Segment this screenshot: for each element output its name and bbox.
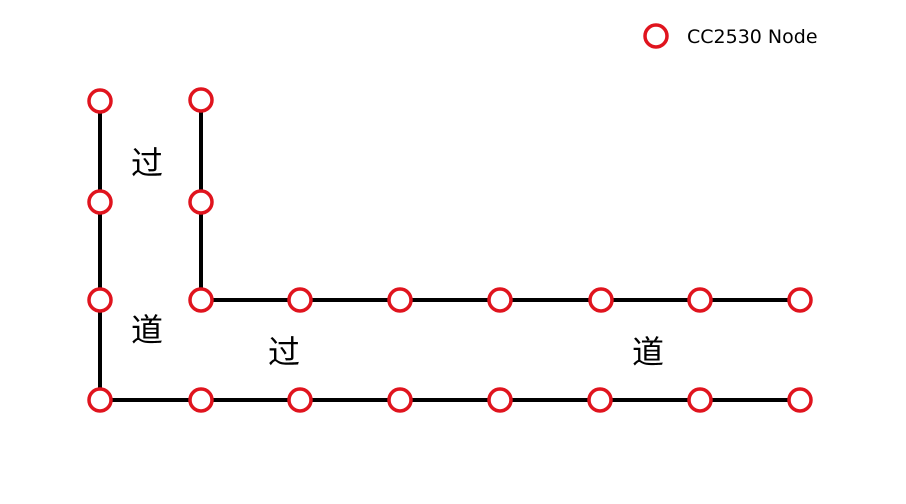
node-circle xyxy=(287,387,313,413)
path-lines xyxy=(98,100,800,402)
node-circle xyxy=(588,287,614,313)
node-circle xyxy=(587,387,613,413)
legend-label: CC2530 Node xyxy=(687,26,818,48)
node-circle xyxy=(87,88,113,114)
corridor-labels: 过 道 过 道 xyxy=(131,144,664,371)
node-circle xyxy=(387,287,413,313)
node-circle xyxy=(188,287,214,313)
node-circle xyxy=(787,287,813,313)
node-circle xyxy=(87,387,113,413)
node-circle xyxy=(687,387,713,413)
node-circle xyxy=(687,287,713,313)
vertical-corridor-char-2: 道 xyxy=(131,311,163,349)
legend: CC2530 Node xyxy=(643,23,818,49)
node-circle xyxy=(188,87,214,113)
node-circle xyxy=(188,189,214,215)
node-circle xyxy=(188,387,214,413)
node-circle xyxy=(487,387,513,413)
legend-node-icon xyxy=(643,23,669,49)
node-circle xyxy=(387,387,413,413)
node-circle xyxy=(787,387,813,413)
node-circle xyxy=(487,287,513,313)
horizontal-corridor-char-2: 道 xyxy=(632,333,664,371)
vertical-corridor-char-1: 过 xyxy=(131,144,163,182)
node-circle xyxy=(87,287,113,313)
horizontal-corridor-char-1: 过 xyxy=(268,333,300,371)
nodes xyxy=(87,87,813,413)
node-circle xyxy=(87,189,113,215)
node-circle xyxy=(287,287,313,313)
